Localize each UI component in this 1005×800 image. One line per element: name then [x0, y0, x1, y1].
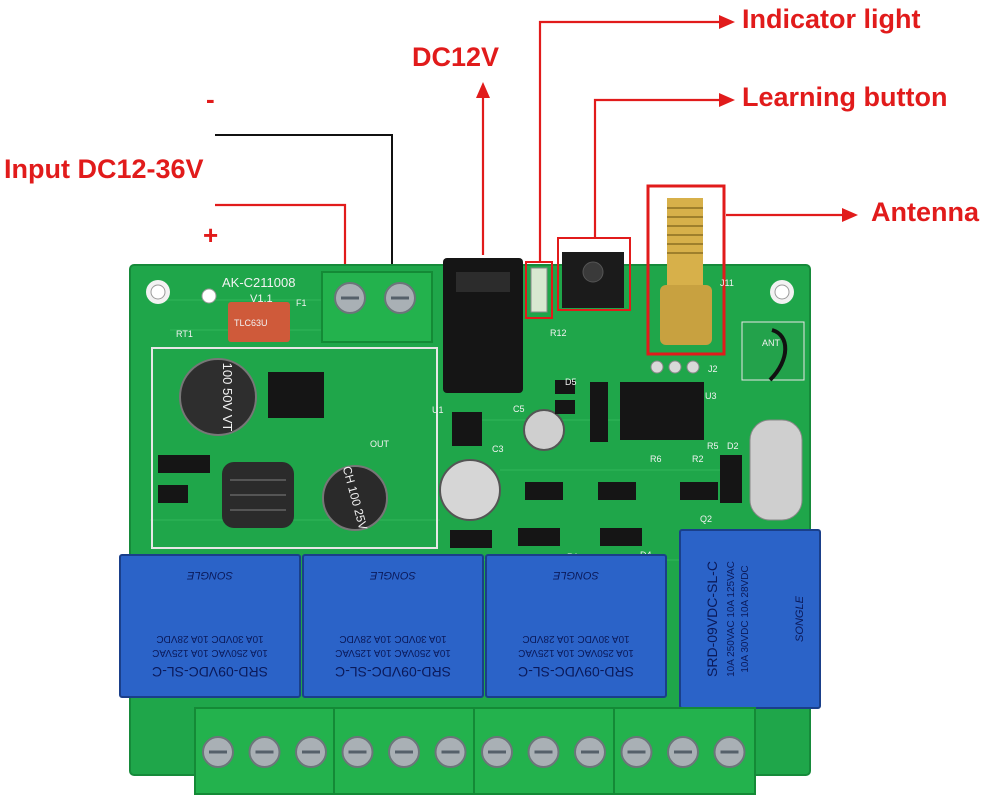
svg-text:SONGLE: SONGLE — [369, 569, 416, 581]
svg-text:R2: R2 — [692, 454, 704, 464]
svg-text:D2: D2 — [727, 441, 739, 451]
learning-button-label: Learning button — [742, 82, 948, 112]
svg-text:F1: F1 — [296, 298, 307, 308]
svg-text:OUT: OUT — [370, 439, 390, 449]
svg-text:D5: D5 — [565, 377, 577, 387]
learning-button-highlight — [557, 237, 631, 311]
indicator-highlight — [525, 261, 553, 319]
minus-wire — [215, 134, 393, 285]
antenna-connector — [660, 198, 712, 345]
svg-text:AK-C211008: AK-C211008 — [222, 275, 295, 290]
svg-text:10A 250VAC 10A 125VAC: 10A 250VAC 10A 125VAC — [152, 647, 268, 658]
capacitor-c5 — [523, 409, 565, 451]
callout-lines — [215, 20, 845, 285]
svg-text:J2: J2 — [708, 364, 718, 374]
svg-text:U1: U1 — [432, 405, 444, 415]
input-terminal-block — [321, 271, 433, 343]
svg-text:SONGLE: SONGLE — [794, 595, 806, 642]
output-terminal-strip — [194, 707, 756, 795]
svg-text:SRD-09VDC-SL-C: SRD-09VDC-SL-C — [704, 561, 720, 677]
output-screws — [202, 736, 746, 768]
indicator-led — [530, 267, 548, 313]
relay-4: SRD-09VDC-SL-C 10A 250VAC 10A 125VAC 10A… — [679, 529, 821, 709]
arrowheads — [476, 15, 858, 222]
fuse — [228, 302, 290, 342]
svg-text:10A 250VAC 10A 125VAC: 10A 250VAC 10A 125VAC — [335, 647, 451, 658]
antenna-highlight — [646, 184, 726, 356]
svg-text:10A 30VDC 10A 28VDC: 10A 30VDC 10A 28VDC — [156, 633, 263, 644]
svg-text:V1.1: V1.1 — [250, 293, 273, 305]
positive-polarity-label: + — [203, 220, 219, 250]
small-components — [158, 380, 742, 548]
svg-text:10A 30VDC 10A 28VDC: 10A 30VDC 10A 28VDC — [522, 633, 629, 644]
capacitor-100uf-25v: CH 100 25V — [322, 465, 388, 531]
svg-text:TLC63U: TLC63U — [234, 318, 268, 328]
learning-button[interactable] — [582, 261, 604, 283]
dc12v-label: DC12V — [412, 42, 500, 72]
mounting-holes — [146, 280, 794, 304]
indicator-light-label: Indicator light — [742, 4, 921, 34]
svg-text:ANT: ANT — [762, 338, 781, 348]
svg-text:SRD-09VDC-SL-C: SRD-09VDC-SL-C — [335, 664, 451, 680]
relay-1: SRD-09VDC-SL-C 10A 250VAC 10A 125VAC 10A… — [119, 554, 301, 698]
svg-text:SONGLE: SONGLE — [552, 569, 599, 581]
svg-text:100 50V VT: 100 50V VT — [220, 363, 235, 432]
relay-2: SRD-09VDC-SL-C 10A 250VAC 10A 125VAC 10A… — [302, 554, 484, 698]
crystal — [749, 419, 803, 521]
svg-text:10A 30VDC 10A 28VDC: 10A 30VDC 10A 28VDC — [740, 565, 751, 672]
svg-text:SRD-09VDC-SL-C: SRD-09VDC-SL-C — [518, 664, 634, 680]
capacitor-100uf-50v: 100 50V VT — [179, 358, 257, 436]
relay-3: SRD-09VDC-SL-C 10A 250VAC 10A 125VAC 10A… — [485, 554, 667, 698]
input-voltage-label: Input DC12-36V — [4, 154, 204, 184]
antenna-label: Antenna — [871, 197, 979, 227]
svg-text:10A 250VAC 10A 125VAC: 10A 250VAC 10A 125VAC — [518, 647, 634, 658]
svg-text:C3: C3 — [492, 444, 504, 454]
svg-text:R12: R12 — [550, 328, 567, 338]
ic-u3 — [620, 382, 704, 440]
svg-text:10A 250VAC 10A 125VAC: 10A 250VAC 10A 125VAC — [726, 561, 737, 677]
ic-u1 — [268, 372, 324, 418]
svg-text:R5: R5 — [707, 441, 719, 451]
capacitor-c3 — [439, 459, 501, 521]
svg-text:RT1: RT1 — [176, 329, 193, 339]
svg-text:Q2: Q2 — [700, 514, 712, 524]
svg-text:J11: J11 — [720, 278, 734, 288]
svg-text:R6: R6 — [650, 454, 662, 464]
svg-text:U3: U3 — [705, 391, 717, 401]
svg-text:10A 30VDC 10A 28VDC: 10A 30VDC 10A 28VDC — [339, 633, 446, 644]
svg-text:C5: C5 — [513, 404, 525, 414]
svg-text:SRD-09VDC-SL-C: SRD-09VDC-SL-C — [152, 664, 268, 680]
negative-polarity-label: - — [206, 84, 215, 114]
svg-text:SONGLE: SONGLE — [186, 569, 233, 581]
outline-box — [151, 347, 438, 549]
